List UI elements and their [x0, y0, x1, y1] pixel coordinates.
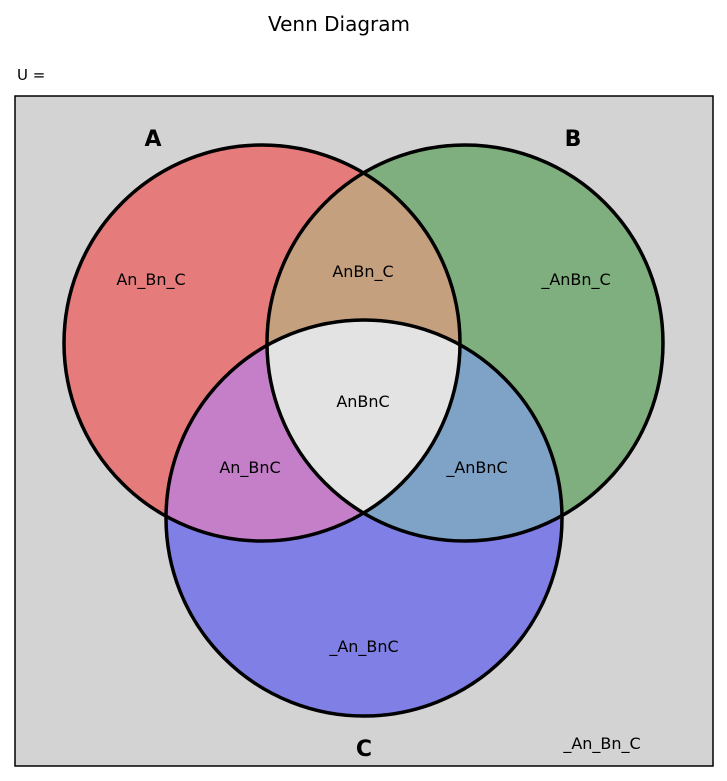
set-b-outline [265, 143, 665, 543]
universe-label: U = [17, 66, 46, 84]
region-abc-label: AnBnC [336, 392, 389, 411]
region-b-only-label: _AnBn_C [540, 270, 610, 290]
region-ab-label: AnBn_C [332, 262, 393, 282]
set-b-label: B [565, 127, 582, 152]
region-bc-label: _AnBnC [445, 458, 507, 478]
region-c-only-label: _An_BnC [328, 637, 398, 657]
set-c-label: C [356, 737, 372, 762]
set-c-outline [164, 318, 564, 718]
region-none-label: _An_Bn_C [562, 734, 640, 754]
region-a-only-label: An_Bn_C [116, 270, 185, 290]
region-ac-label: An_BnC [219, 458, 280, 478]
set-a-label: A [144, 127, 161, 152]
page-title: Venn Diagram [267, 12, 410, 36]
